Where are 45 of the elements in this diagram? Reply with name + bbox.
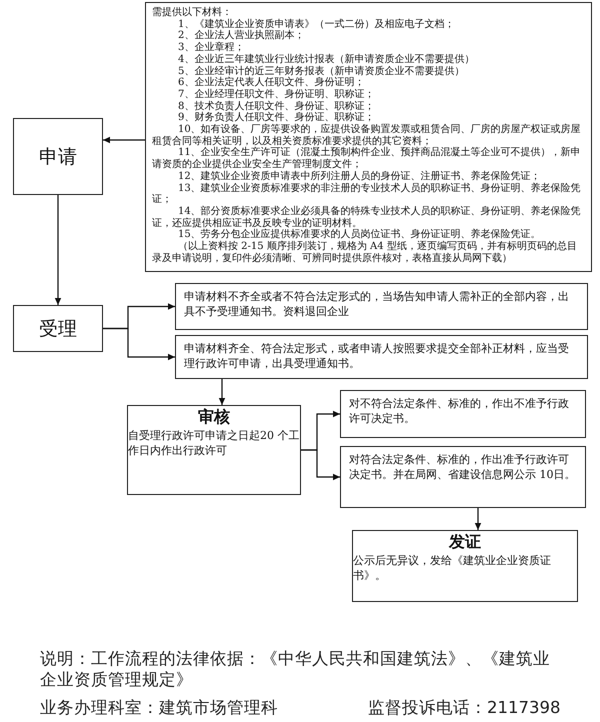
arrow <box>103 136 145 144</box>
arrow <box>54 195 62 305</box>
step-text: 申请材料齐全、符合法定形式，或者申请人按照要求提交全部补正材料，应当受理行政许可申请，出具受理通知书。 <box>184 341 570 371</box>
list-item: 3、企业章程； <box>177 42 246 54</box>
materials-box <box>145 2 592 272</box>
step-text: 申请材料不齐全或者不符合法定形式的，当场告知申请人需补正的全部内容，出具不予受理通知书。资料退回企业 <box>184 289 570 319</box>
note-text: 业务办理科室：建筑市场管理科 <box>40 697 279 718</box>
step-title: 申请 <box>39 144 77 170</box>
step-box <box>127 405 301 495</box>
step-box <box>13 305 103 352</box>
step-title: 审核 <box>197 406 231 428</box>
list-item: 12、建筑业企业资质申请表中所列注册人员的身份证、注册证书、养老保险凭证； <box>177 170 542 182</box>
arrow <box>218 379 226 405</box>
result-box <box>340 446 586 508</box>
list-item: （以上资料按 2-15 顺序排列装订，规格为 A4 型纸，逐页编写页码，并有标明页码的总目录及申请说明，复印件必须清晰、可辨同时提供原件核对，表格直接从局网下载） <box>152 241 578 264</box>
list-item: 4、企业近三年建筑业行业统计报表（新申请资质企业不需要提供） <box>177 54 476 66</box>
step-text: 对不符合法定条件、标准的，作出不准予行政许可决定书。 <box>349 396 570 426</box>
list-heading: 需提供以下材料： <box>152 7 233 18</box>
list-item: 8、技术负责人任职文件、身份证、职称证； <box>177 100 376 112</box>
step-title: 受理 <box>39 316 77 342</box>
list-item: 2、企业法人营业执照副本； <box>177 30 306 42</box>
list-item: 5、企业经审计的近三年财务报表（新申请资质企业不需要提供） <box>177 66 466 77</box>
step-text: 公示后无异议，发给《建筑业企业资质证书》。 <box>353 553 552 583</box>
note-text: 监督投诉电话：2117398 <box>368 697 562 718</box>
note-text: 说明：工作流程的法律依据：《中华人民共和国建筑法》、《建筑业企业资质管理规定》 <box>40 648 551 690</box>
arrow <box>103 328 175 360</box>
list-item: 13、建筑业企业资质标准要求的非注册的专业技术人员的职称证书、身份证明、养老保险凭证； <box>152 182 582 206</box>
list-item: 7、企业经理任职文件、身份证明、职称证； <box>177 88 376 100</box>
list-item: 14、部分资质标准要求企业必须具备的特殊专业技术人员的职称证、身份证明、养老保险凭证，还应提供相应证书及反映专业的证明材料。 <box>152 206 582 229</box>
list-item: 15、劳务分包企业应提供标准要求的人员岗位证书、身份证证明、养老保险凭证。 <box>177 229 542 240</box>
list-item: 9、财务负责人任职文件、身份证、职称证； <box>177 112 376 124</box>
result-box <box>340 390 586 438</box>
list-item: 6、企业法定代表人任职文件、身份证明； <box>177 77 366 88</box>
result-box <box>175 335 588 379</box>
list-item: 10、如有设备、厂房等要求的，应提供设备购置发票或租赁合同、厂房的房屋产权证或房屋租赁合同等相关证明，以及相关资质标准要求提供的其它资料； <box>152 124 582 147</box>
list-item: 1、《建筑业企业资质申请表》（一式二份）及相应电子文档； <box>177 18 456 30</box>
arrow <box>474 508 482 530</box>
step-text: 对符合法定条件、标准的，作出准予行政许可决定书。并在局网、省建设信息网公示 10日。 <box>349 452 576 482</box>
result-box <box>175 283 588 330</box>
step-box <box>13 118 103 195</box>
arrow <box>301 449 340 480</box>
step-text: 自受理行政许可申请之日起20 个工作日内作出行政许可 <box>128 428 300 458</box>
step-box <box>352 530 578 602</box>
list-item: 11、企业安全生产许可证（混凝土预制构件企业、预拌商品混凝土等企业可不提供），新申请资质的企业提供企业安全生产管理制度文件； <box>152 147 582 170</box>
step-title: 发证 <box>448 531 482 553</box>
